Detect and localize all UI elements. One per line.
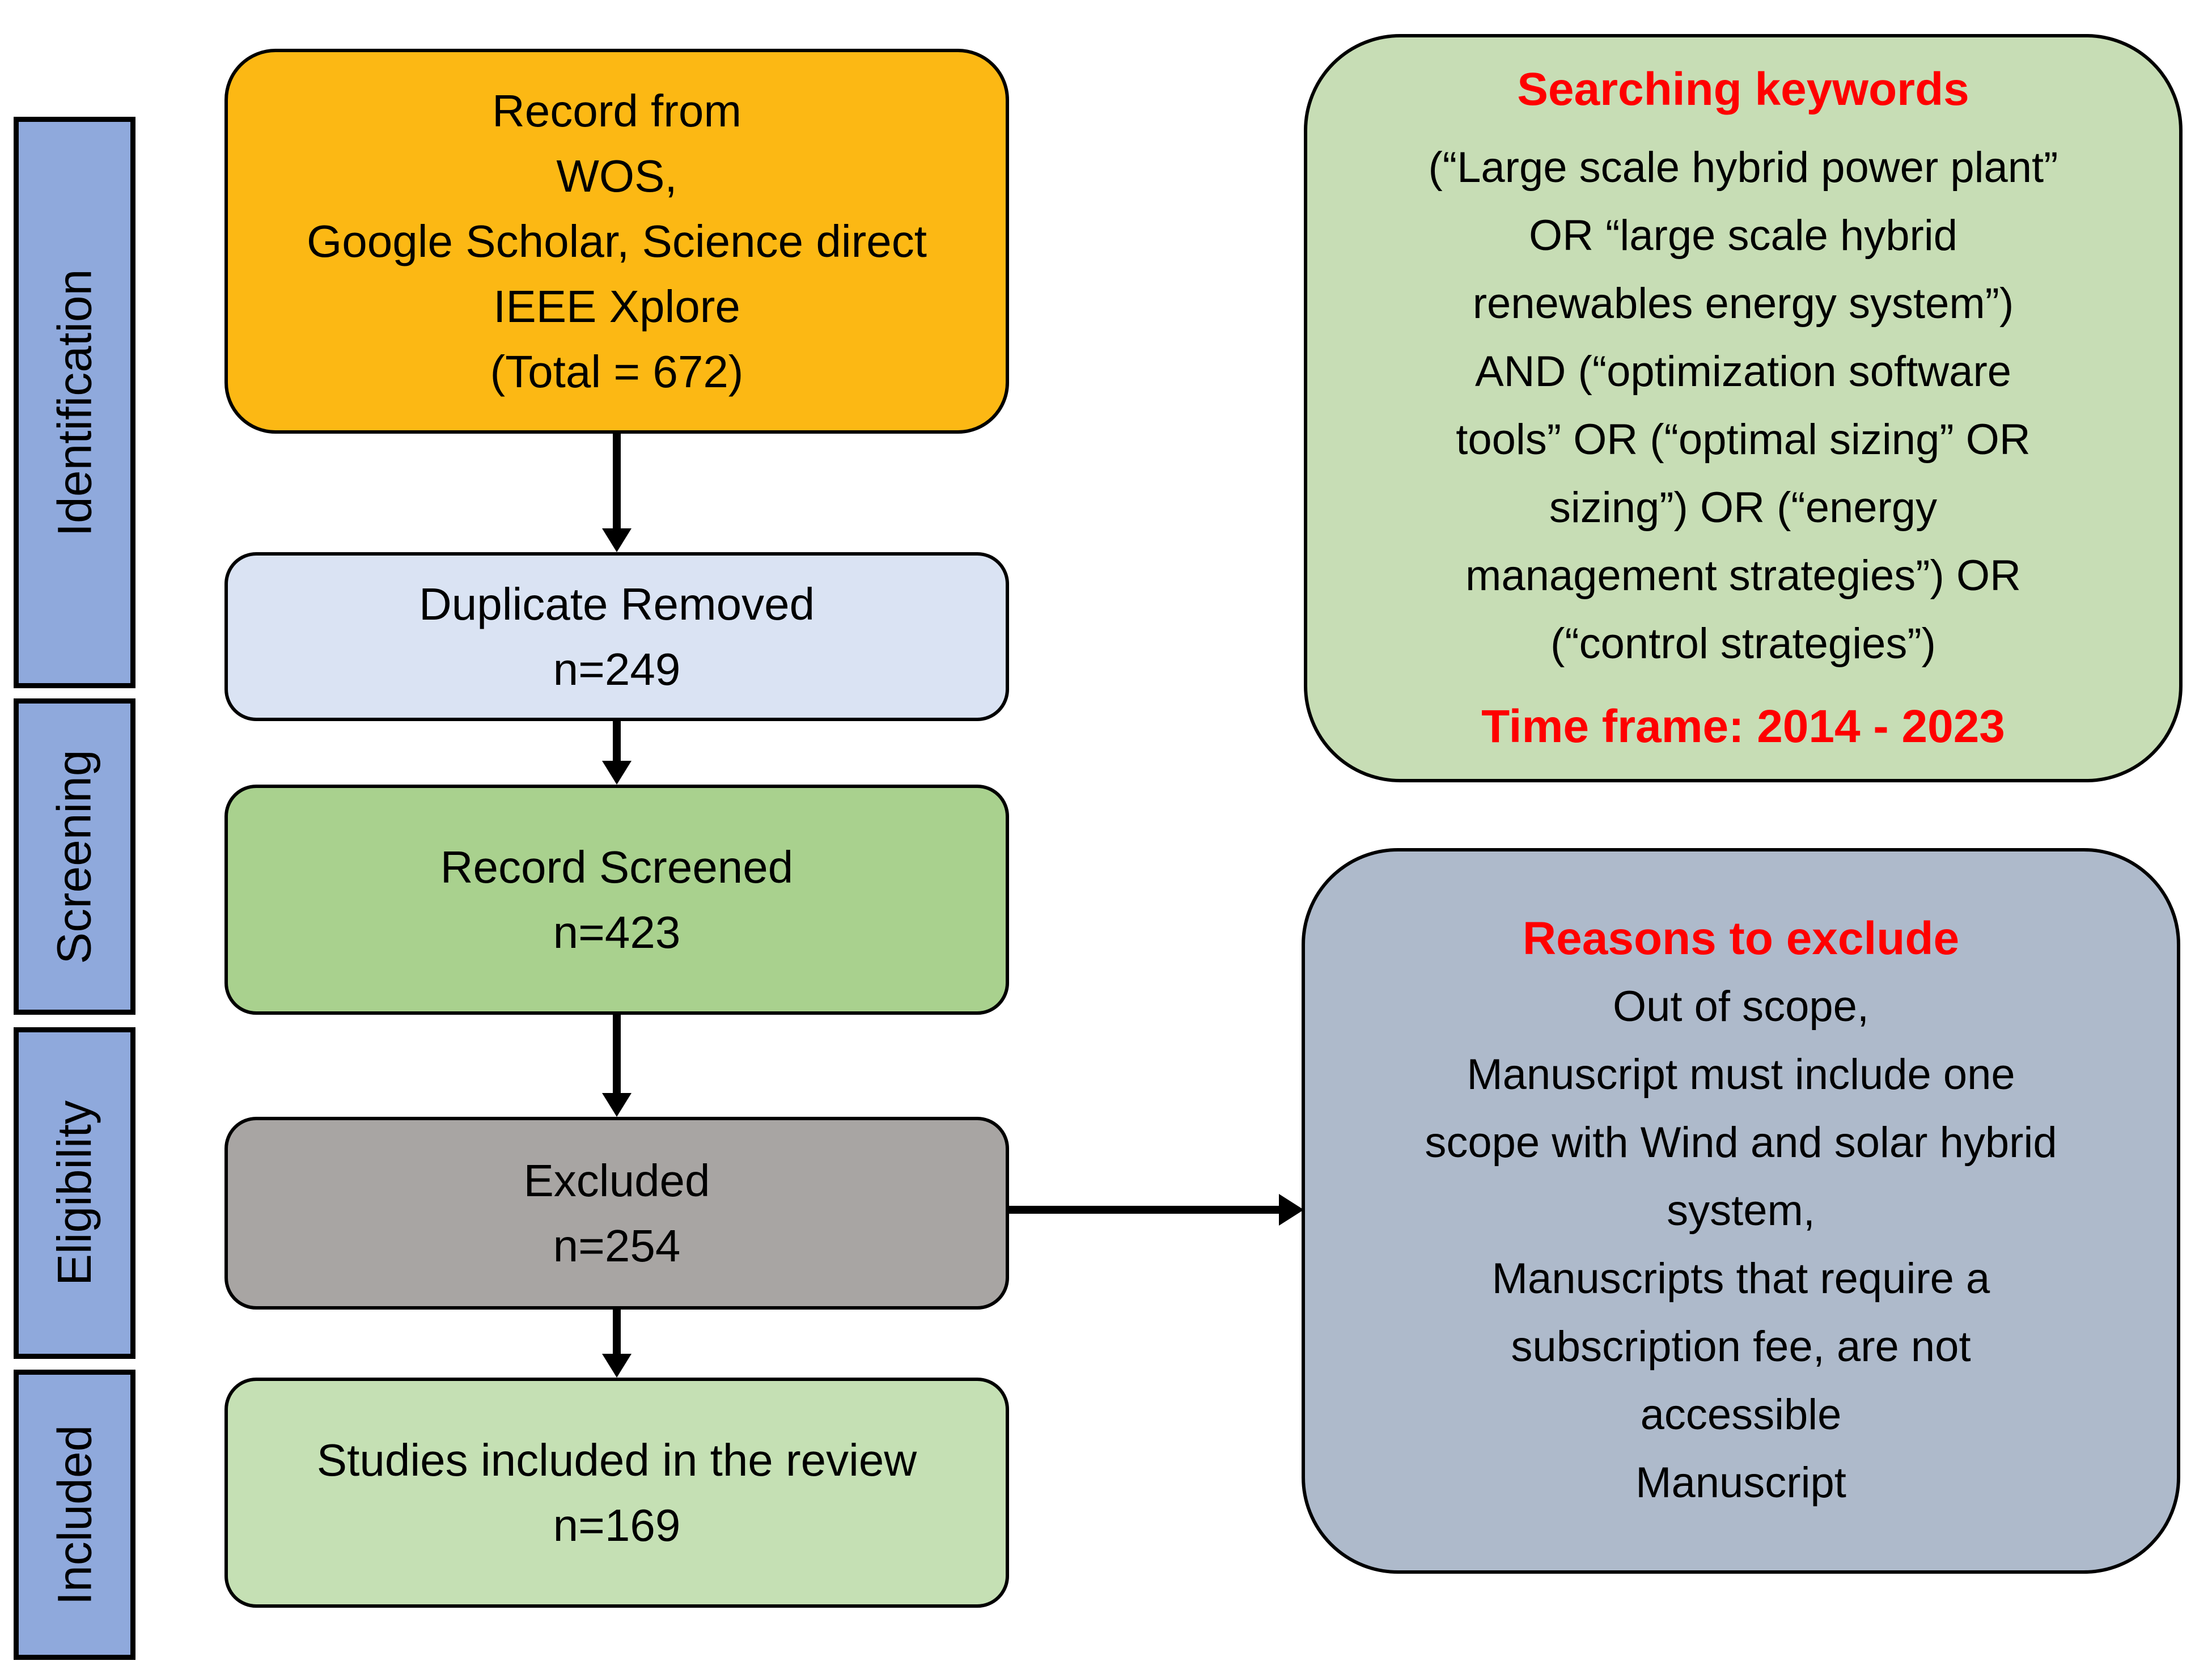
arrowhead-down-icon bbox=[602, 1354, 632, 1378]
keywords-line: management strategies”) OR bbox=[1465, 552, 2021, 600]
exclude-reason-line: subscription fee, are not bbox=[1511, 1323, 1971, 1371]
records-line: Google Scholar, Science direct bbox=[307, 216, 927, 266]
stage-screening: Screening bbox=[14, 698, 135, 1015]
studies-included-box: Studies included in the review n=169 bbox=[224, 1378, 1009, 1608]
exclude-reason-line: Manuscript bbox=[1635, 1459, 1846, 1507]
keywords-line: OR “large scale hybrid bbox=[1528, 211, 1958, 260]
stage-label-included: Included bbox=[48, 1425, 101, 1605]
screened-count: n=423 bbox=[553, 907, 681, 958]
arrow-screened-to-excluded bbox=[613, 1015, 621, 1094]
timeframe-label: Time frame: 2014 - 2023 bbox=[1481, 701, 2005, 752]
duplicates-removed-box: Duplicate Removed n=249 bbox=[224, 552, 1009, 721]
stage-eligibility: Eligibility bbox=[14, 1027, 135, 1359]
records-source-box: Record from WOS, Google Scholar, Science… bbox=[224, 49, 1009, 434]
searching-keywords-panel: Searching keywords (“Large scale hybrid … bbox=[1304, 34, 2183, 782]
arrow-records-to-duplicates bbox=[613, 434, 621, 529]
stage-label-eligibility: Eligibility bbox=[48, 1100, 101, 1286]
arrowhead-down-icon bbox=[602, 1093, 632, 1117]
arrow-excluded-to-reasons bbox=[1009, 1206, 1280, 1214]
screened-label: Record Screened bbox=[440, 842, 794, 892]
exclude-reason-line: Manuscript must include one bbox=[1467, 1050, 2015, 1099]
arrowhead-right-icon bbox=[1279, 1194, 1304, 1226]
duplicates-label: Duplicate Removed bbox=[418, 579, 815, 629]
stage-included: Included bbox=[14, 1370, 135, 1660]
exclude-reason-line: Out of scope, bbox=[1612, 982, 1870, 1031]
records-line: IEEE Xplore bbox=[493, 281, 740, 332]
excluded-box: Excluded n=254 bbox=[224, 1117, 1009, 1310]
arrow-duplicates-to-screened bbox=[613, 721, 621, 762]
arrow-excluded-to-included bbox=[613, 1310, 621, 1355]
keywords-line: tools” OR (“optimal sizing” OR bbox=[1456, 416, 2031, 464]
stage-identification: Identification bbox=[14, 117, 135, 688]
excluded-label: Excluded bbox=[523, 1155, 710, 1206]
duplicates-count: n=249 bbox=[553, 644, 681, 694]
included-count: n=169 bbox=[553, 1500, 681, 1550]
keywords-panel-title: Searching keywords bbox=[1517, 63, 1969, 115]
keywords-line: AND (“optimization software bbox=[1474, 348, 2012, 396]
keywords-line: renewables energy system”) bbox=[1472, 279, 2014, 328]
excluded-count: n=254 bbox=[553, 1221, 681, 1271]
exclude-reason-line: scope with Wind and solar hybrid bbox=[1425, 1119, 2057, 1167]
exclude-reason-line: accessible bbox=[1640, 1391, 1842, 1439]
arrowhead-down-icon bbox=[602, 528, 632, 552]
stage-label-identification: Identification bbox=[48, 269, 101, 536]
records-total: (Total = 672) bbox=[490, 346, 744, 397]
exclude-panel-title: Reasons to exclude bbox=[1522, 913, 1960, 964]
included-label: Studies included in the review bbox=[316, 1435, 917, 1485]
exclude-reason-line: system, bbox=[1667, 1187, 1815, 1235]
records-line: WOS, bbox=[556, 151, 677, 201]
stage-label-screening: Screening bbox=[48, 749, 101, 964]
exclude-reason-line: Manuscripts that require a bbox=[1491, 1255, 1990, 1303]
keywords-line: (“control strategies”) bbox=[1550, 620, 1936, 668]
keywords-line: (“Large scale hybrid power plant” bbox=[1428, 143, 2058, 192]
keywords-line: sizing”) OR (“energy bbox=[1549, 484, 1938, 532]
records-line: Record from bbox=[491, 86, 742, 136]
reasons-to-exclude-panel: Reasons to exclude Out of scope, Manuscr… bbox=[1302, 848, 2180, 1574]
arrowhead-down-icon bbox=[602, 761, 632, 785]
records-screened-box: Record Screened n=423 bbox=[224, 785, 1009, 1015]
